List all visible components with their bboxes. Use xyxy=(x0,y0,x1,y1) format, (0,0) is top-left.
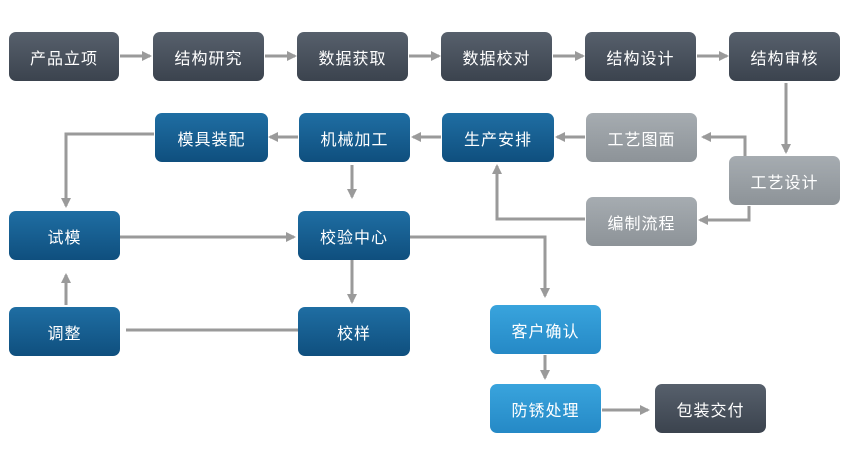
node-gongyitumian: 工艺图面 xyxy=(586,113,697,162)
arrow-gongyisheji-to-tumian xyxy=(701,132,747,156)
node-shengchananpai: 生产安排 xyxy=(442,113,554,162)
arrow-liucheng-to-anpai xyxy=(492,164,585,221)
node-jixiejiagong: 机械加工 xyxy=(299,113,410,162)
node-gongyisheji: 工艺设计 xyxy=(729,156,840,205)
arrow-gongyisheji-to-liucheng xyxy=(698,206,751,225)
node-chanpinlixiang: 产品立项 xyxy=(9,32,119,81)
node-shujujiaodui: 数据校对 xyxy=(441,32,552,81)
node-jiegoushenhe: 结构审核 xyxy=(729,32,840,81)
node-bianzhiliucheng: 编制流程 xyxy=(586,197,697,246)
node-baozhuangjiaofu: 包装交付 xyxy=(655,384,766,433)
node-tiaozheng: 调整 xyxy=(9,307,120,356)
node-jiaoyang: 校样 xyxy=(298,307,410,356)
node-kehuqueren: 客户确认 xyxy=(490,305,601,354)
node-fangxiuchuli: 防锈处理 xyxy=(490,384,601,433)
arrow-jiaoyan-to-queren xyxy=(410,235,550,298)
node-jiegouyanjiu: 结构研究 xyxy=(153,32,264,81)
arrow-zhuangpei-to-shimo xyxy=(61,132,154,208)
node-jiegousheji: 结构设计 xyxy=(585,32,696,81)
node-shujuhuoqu: 数据获取 xyxy=(297,32,408,81)
node-jiaoyanzhongxin: 校验中心 xyxy=(298,211,410,260)
node-shimo: 试模 xyxy=(9,211,120,260)
node-mojuzhuangpei: 模具装配 xyxy=(155,113,268,162)
